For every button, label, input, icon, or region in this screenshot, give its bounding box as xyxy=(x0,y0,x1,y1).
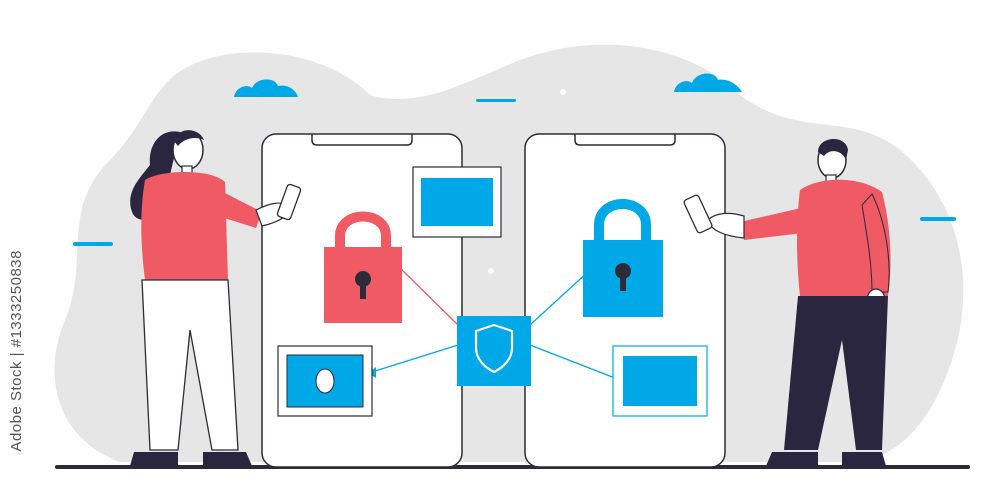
stock-watermark-label: Adobe Stock | #1333250838 xyxy=(6,250,34,500)
red-padlock-icon xyxy=(324,211,402,323)
ground-line xyxy=(55,465,970,469)
connection-line xyxy=(399,267,459,326)
photo-card-icon xyxy=(277,345,373,417)
dash-decoration xyxy=(920,217,956,221)
dash-decoration xyxy=(476,99,516,102)
image-card-icon xyxy=(612,345,708,417)
dot-decoration xyxy=(560,89,566,95)
dot-decoration xyxy=(488,268,494,274)
stock-id-text: Adobe Stock | #1333250838 xyxy=(8,250,25,452)
connection-line xyxy=(371,344,459,373)
cloud-icon xyxy=(234,79,298,97)
woman-figure xyxy=(130,130,302,466)
dash-decoration xyxy=(73,242,113,246)
shield-icon xyxy=(457,316,531,386)
cloud-icon xyxy=(674,73,742,92)
connection-line xyxy=(529,344,621,381)
man-figure xyxy=(683,138,891,466)
image-card-icon xyxy=(412,166,502,238)
connection-line xyxy=(529,269,591,326)
blue-padlock-icon xyxy=(583,199,663,317)
